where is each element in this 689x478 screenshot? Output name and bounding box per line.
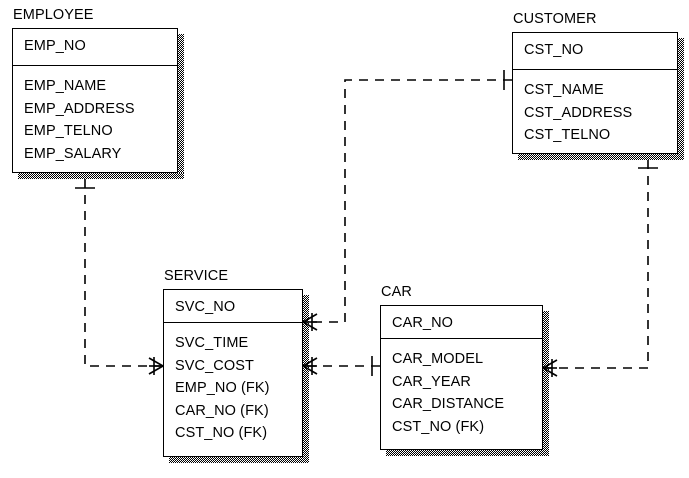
entity-service-box [163,289,303,457]
field-service-car-no-fk: CAR_NO (FK) [175,402,269,419]
field-cst-no: CST_NO [524,42,584,58]
relationship-car-service [302,356,380,376]
field-svc-time: SVC_TIME [175,335,249,351]
entity-employee-shadow-bottom [18,173,184,179]
entity-employee-shadow-right [178,34,184,179]
entity-customer-box [512,32,678,154]
entity-employee-pk-section: EMP_NO [12,28,178,66]
field-service-emp-no-fk: EMP_NO (FK) [175,380,270,396]
entity-car-title: CAR [381,284,412,300]
entity-employee-box [12,28,178,173]
entity-employee-attributes: EMP_NAME EMP_ADDRESS EMP_TELNO EMP_SALAR… [12,66,178,173]
field-emp-address: EMP_ADDRESS [24,100,135,117]
entity-car-box [380,305,543,450]
field-svc-no: SVC_NO [175,299,236,315]
field-cst-name: CST_NAME [524,82,604,98]
field-car-year: CAR_YEAR [392,373,471,390]
field-car-distance: CAR_DISTANCE [392,396,505,412]
entity-service-title: SERVICE [164,268,229,284]
entity-car[interactable]: CAR CAR_NO CAR_MODEL CAR_YEAR CAR_DISTAN… [380,284,549,456]
entity-customer[interactable]: CUSTOMER CST_NO CST_NAME CST_ADDRESS CST… [512,11,684,160]
relationship-customer-car-line [543,160,649,369]
entity-service-shadow-bottom [169,457,309,463]
entity-employee-title: EMPLOYEE [13,7,94,23]
relationship-customer-car [542,160,658,377]
field-emp-name: EMP_NAME [24,78,107,94]
field-svc-cost: SVC_COST [175,357,254,374]
field-car-cst-no-fk: CST_NO (FK) [392,418,485,435]
field-emp-no: EMP_NO [24,38,86,54]
entity-car-shadow-bottom [386,450,549,456]
field-emp-salary: EMP_SALARY [24,145,122,162]
entity-customer-shadow-bottom [518,154,684,160]
entity-service-attributes: SVC_TIME SVC_COST EMP_NO (FK) CAR_NO (FK… [163,323,303,457]
relationship-employee-service [75,179,164,375]
entity-customer-attributes: CST_NAME CST_ADDRESS CST_TELNO [512,70,678,154]
entity-service-shadow-right [303,295,309,463]
entity-car-attributes: CAR_MODEL CAR_YEAR CAR_DISTANCE CST_NO (… [380,339,543,450]
field-car-model: CAR_MODEL [392,351,484,367]
cardinality-many-service-from-employee [148,357,164,375]
field-cst-address: CST_ADDRESS [524,104,633,121]
entity-customer-shadow-right [678,38,684,160]
field-emp-telno: EMP_TELNO [24,123,113,139]
entity-employee[interactable]: EMPLOYEE EMP_NO EMP_NAME EMP_ADDRESS EMP… [12,7,184,179]
entity-car-shadow-right [543,311,549,456]
entity-car-pk-section: CAR_NO [380,305,543,339]
field-service-cst-no-fk: CST_NO (FK) [175,425,268,441]
entity-service-pk-section: SVC_NO [163,289,303,323]
entity-service[interactable]: SERVICE SVC_NO SVC_TIME SVC_COST EMP_NO … [163,268,309,463]
entity-customer-pk-section: CST_NO [512,32,678,70]
field-cst-telno: CST_TELNO [524,127,611,143]
field-car-no: CAR_NO [392,315,454,331]
entity-customer-title: CUSTOMER [513,11,597,27]
relationship-employee-service-line [84,179,163,367]
